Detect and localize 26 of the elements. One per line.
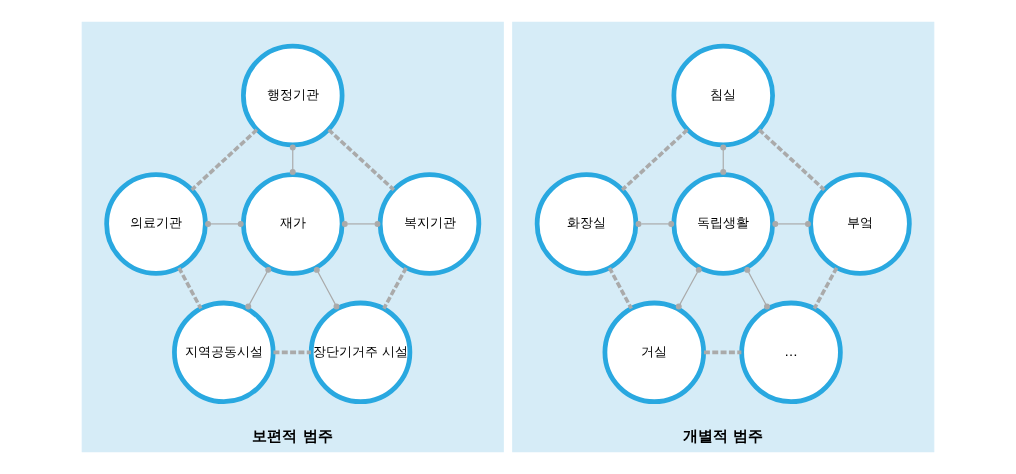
node-circle: 부엌	[808, 172, 912, 276]
node-circle: 행정기관	[241, 43, 345, 148]
node-circle: 화장실	[534, 172, 639, 276]
connector	[190, 128, 259, 192]
connector	[289, 144, 296, 175]
node-circle: 복지기관	[377, 172, 482, 276]
connector	[341, 220, 381, 227]
connector	[757, 128, 826, 192]
connector	[273, 350, 311, 355]
connector	[744, 266, 770, 310]
connector	[703, 350, 742, 355]
connector	[205, 220, 244, 227]
connector	[812, 266, 839, 310]
connector	[635, 220, 675, 227]
connector	[607, 266, 633, 310]
connector	[675, 266, 702, 310]
node-circle: 침실	[671, 43, 775, 148]
connector	[327, 128, 396, 192]
connector	[177, 266, 203, 310]
connector	[620, 128, 689, 192]
connector	[245, 266, 272, 310]
connector	[772, 220, 811, 227]
node-circle: 의료기관	[104, 172, 208, 276]
connector	[382, 266, 408, 310]
connector	[313, 266, 340, 310]
connector	[720, 144, 727, 175]
